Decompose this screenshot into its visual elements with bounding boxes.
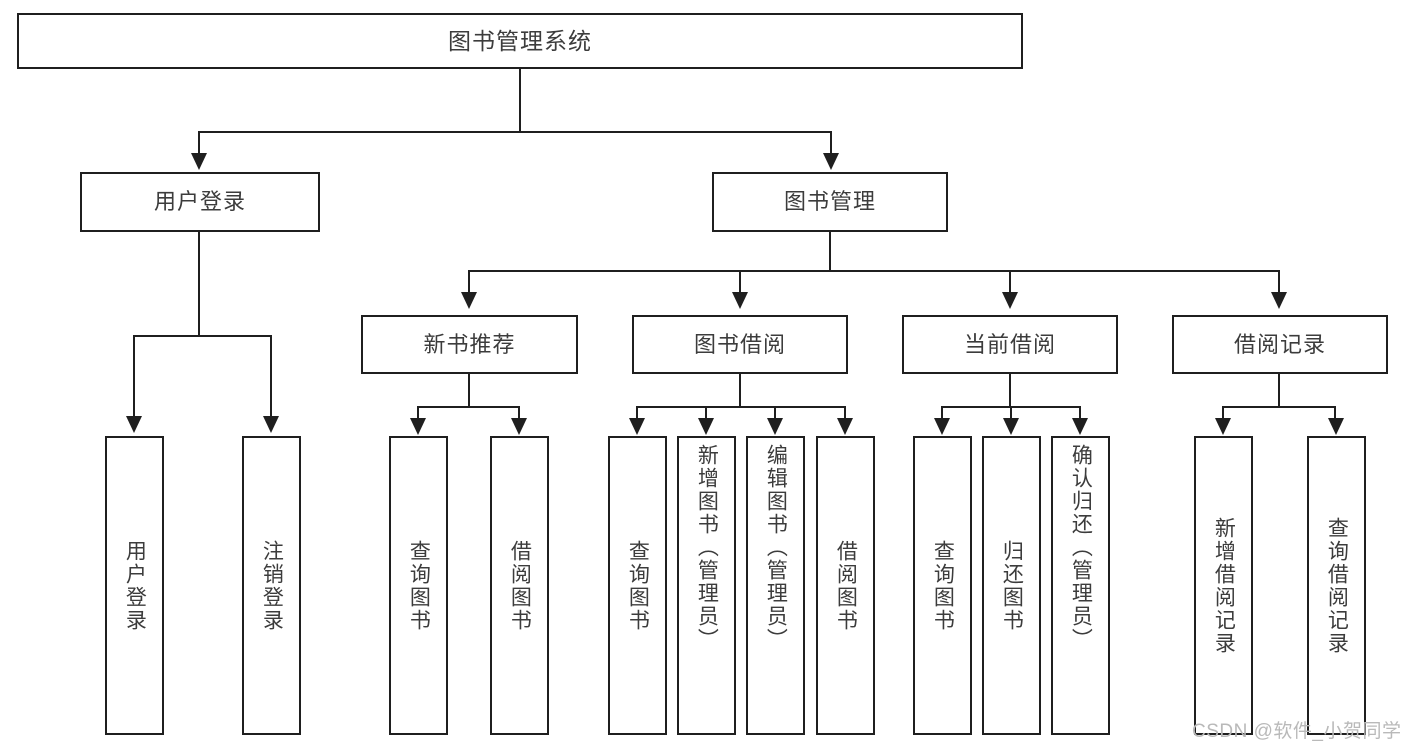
arrow-leaf-edit-book [767, 418, 783, 435]
node-label: 借阅图书 [508, 539, 532, 632]
connector-drop-leaf-return-book [1010, 406, 1012, 419]
node-label: 查询图书 [626, 539, 650, 632]
node-book-borrow[interactable]: 图书借阅 [632, 315, 848, 374]
connector-drop-new-book-recommend [468, 270, 470, 293]
node-current-borrow[interactable]: 当前借阅 [902, 315, 1118, 374]
arrow-book-borrow [732, 292, 748, 309]
connector-drop-leaf-query-book-2 [636, 406, 638, 419]
arrow-leaf-user-login [126, 416, 142, 433]
node-label: 用户登录 [153, 189, 246, 215]
node-root-book-management-system[interactable]: 图书管理系统 [17, 13, 1023, 69]
node-label: 查询图书 [931, 539, 955, 632]
connector-drop-leaf-user-login [133, 335, 135, 417]
node-leaf-confirm-return[interactable]: 确认归还（管理员） [1051, 436, 1110, 735]
arrow-user-login [191, 153, 207, 170]
node-leaf-logout[interactable]: 注销登录 [242, 436, 301, 735]
connector-new-book-recommend-bus [417, 406, 520, 408]
node-new-book-recommend[interactable]: 新书推荐 [361, 315, 578, 374]
node-leaf-borrow-book-1[interactable]: 借阅图书 [490, 436, 549, 735]
node-label: 新增图书（管理员） [695, 444, 719, 651]
connector-drop-book-management [830, 131, 832, 154]
node-leaf-user-login[interactable]: 用户登录 [105, 436, 164, 735]
node-borrow-record[interactable]: 借阅记录 [1172, 315, 1388, 374]
node-leaf-query-book-3[interactable]: 查询图书 [913, 436, 972, 735]
connector-drop-leaf-query-book-1 [417, 406, 419, 419]
arrow-leaf-query-record [1328, 418, 1344, 435]
connector-book-management-stem [829, 232, 831, 271]
connector-drop-leaf-logout [270, 335, 272, 417]
node-label: 图书借阅 [693, 331, 786, 357]
connector-root-stem [519, 69, 521, 132]
node-user-login[interactable]: 用户登录 [80, 172, 320, 232]
csdn-watermark: CSDN @软件_小贺同学 [1192, 716, 1401, 743]
connector-drop-leaf-edit-book [774, 406, 776, 419]
watermark-text: CSDN @软件_小贺同学 [1192, 721, 1402, 742]
connector-drop-leaf-borrow-book-2 [844, 406, 846, 419]
connector-user-login-stem [198, 232, 200, 336]
node-label: 查询借阅记录 [1325, 516, 1349, 655]
node-leaf-return-book[interactable]: 归还图书 [982, 436, 1041, 735]
connector-drop-leaf-add-book [705, 406, 707, 419]
arrow-leaf-borrow-book-1 [511, 418, 527, 435]
connector-current-borrow-stem [1009, 374, 1011, 407]
connector-level2-bus [198, 131, 832, 133]
arrow-leaf-add-record [1215, 418, 1231, 435]
node-label: 注销登录 [260, 539, 284, 632]
connector-drop-leaf-query-book-3 [941, 406, 943, 419]
arrow-current-borrow [1002, 292, 1018, 309]
connector-book-borrow-bus [636, 406, 846, 408]
arrow-leaf-add-book [698, 418, 714, 435]
arrow-leaf-query-book-2 [629, 418, 645, 435]
connector-drop-user-login [198, 131, 200, 154]
arrow-leaf-query-book-1 [410, 418, 426, 435]
connector-drop-leaf-query-record [1334, 406, 1336, 419]
node-leaf-borrow-book-2[interactable]: 借阅图书 [816, 436, 875, 735]
node-leaf-query-record[interactable]: 查询借阅记录 [1307, 436, 1366, 735]
node-label: 借阅记录 [1233, 331, 1326, 357]
arrow-book-management [823, 153, 839, 170]
connector-drop-leaf-add-record [1222, 406, 1224, 419]
node-book-management[interactable]: 图书管理 [712, 172, 948, 232]
arrow-leaf-logout [263, 416, 279, 433]
connector-borrow-record-bus [1222, 406, 1336, 408]
node-label: 编辑图书（管理员） [764, 444, 788, 651]
connector-user-login-bus [133, 335, 272, 337]
connector-drop-leaf-borrow-book-1 [518, 406, 520, 419]
node-leaf-add-book[interactable]: 新增图书（管理员） [677, 436, 736, 735]
connector-drop-current-borrow [1009, 270, 1011, 293]
node-leaf-edit-book[interactable]: 编辑图书（管理员） [746, 436, 805, 735]
connector-level3-bus [468, 270, 1280, 272]
node-leaf-add-record[interactable]: 新增借阅记录 [1194, 436, 1253, 735]
arrow-leaf-return-book [1003, 418, 1019, 435]
node-label: 当前借阅 [963, 331, 1056, 357]
connector-drop-leaf-confirm-return [1079, 406, 1081, 419]
node-label: 借阅图书 [834, 539, 858, 632]
node-label: 归还图书 [1000, 539, 1024, 632]
node-label: 用户登录 [123, 539, 147, 632]
connector-drop-borrow-record [1278, 270, 1280, 293]
node-leaf-query-book-1[interactable]: 查询图书 [389, 436, 448, 735]
connector-borrow-record-stem [1278, 374, 1280, 407]
arrow-borrow-record [1271, 292, 1287, 309]
node-label: 确认归还（管理员） [1069, 444, 1093, 651]
node-label: 新增借阅记录 [1212, 516, 1236, 655]
arrow-new-book-recommend [461, 292, 477, 309]
connector-drop-book-borrow [739, 270, 741, 293]
connector-book-borrow-stem [739, 374, 741, 407]
node-label: 图书管理系统 [448, 27, 592, 54]
node-label: 新书推荐 [423, 331, 516, 357]
connector-new-book-recommend-stem [468, 374, 470, 407]
node-label: 查询图书 [407, 539, 431, 632]
arrow-leaf-borrow-book-2 [837, 418, 853, 435]
arrow-leaf-query-book-3 [934, 418, 950, 435]
node-leaf-query-book-2[interactable]: 查询图书 [608, 436, 667, 735]
arrow-leaf-confirm-return [1072, 418, 1088, 435]
node-label: 图书管理 [783, 189, 876, 215]
